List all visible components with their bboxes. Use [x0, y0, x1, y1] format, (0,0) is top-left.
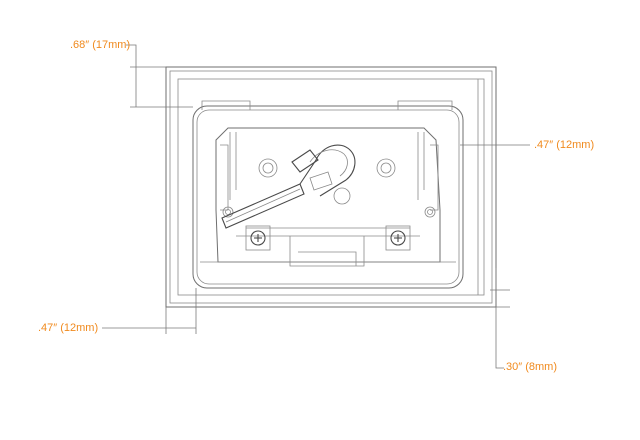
- dimension-bottom-offset: [490, 268, 510, 369]
- inner-box: [192, 100, 464, 289]
- dimension-left-flange: [102, 288, 197, 334]
- dimension-top-depth: [126, 44, 193, 108]
- dimension-label-left-flange: .47″ (12mm): [38, 322, 99, 334]
- dimension-label-right-flange: .47″ (12mm): [534, 139, 595, 151]
- screw-icon: [385, 225, 411, 251]
- outer-plate: [165, 66, 497, 308]
- screw-icon: [245, 225, 271, 251]
- dimension-label-bottom-offset: .30″ (8mm): [503, 361, 558, 373]
- dimension-label-top-depth: .68″ (17mm): [70, 39, 131, 51]
- mechanism-housing: [200, 127, 456, 267]
- latch-icon: [221, 144, 356, 229]
